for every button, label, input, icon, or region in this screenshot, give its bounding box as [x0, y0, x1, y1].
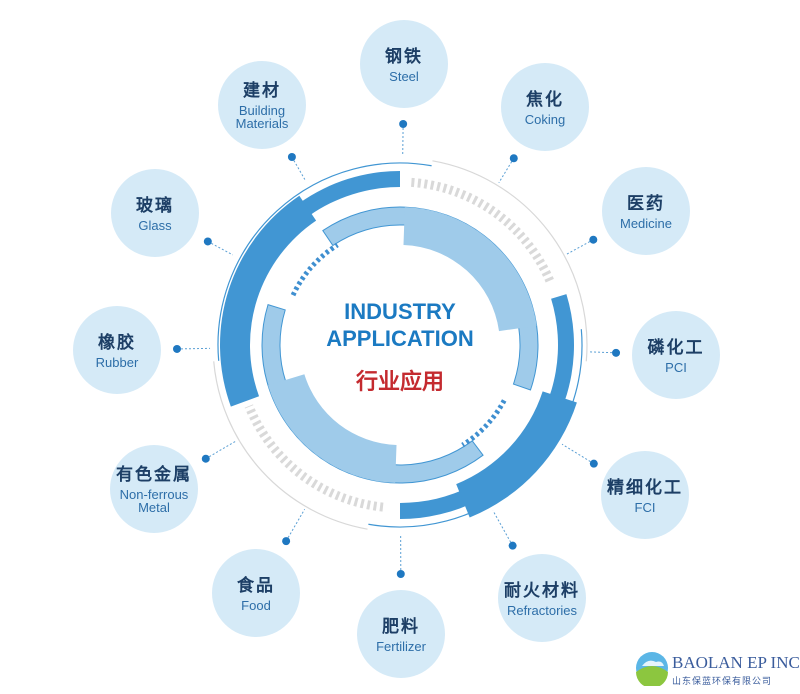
connector-line: [291, 156, 306, 181]
outer-gray-ring: [213, 361, 368, 530]
company-logo: BAOLAN EP INC. 山东保蓝环保有限公司: [634, 650, 800, 690]
industry-name-en: FCI: [634, 499, 656, 515]
dark-arc-top-left-thick: [219, 195, 317, 407]
industry-name-en: Fertilizer: [376, 638, 426, 654]
dark-arc-bottom-right-thick: [456, 391, 577, 518]
outer-thin-ring: [217, 162, 432, 361]
connector-line: [205, 440, 237, 460]
connector-line: [285, 509, 306, 542]
blue-dash-arc: [461, 399, 507, 448]
connector-dot: [589, 235, 598, 244]
industry-name-zh: 医药: [627, 193, 665, 214]
center-title-line2: APPLICATION: [326, 326, 474, 351]
connector-dot: [203, 237, 212, 246]
inner-arc-lower-thick: [268, 374, 397, 483]
logo-name-zh: 山东保蓝环保有限公司: [672, 677, 773, 687]
industry-name-en: Refractories: [506, 602, 578, 618]
industry-name-zh: 橡胶: [98, 332, 136, 353]
connector-dot: [508, 541, 517, 550]
industry-name-en: Steel: [389, 68, 419, 84]
industry-name-zh: 食品: [237, 575, 275, 596]
logo-name: BAOLAN EP INC.: [672, 653, 800, 672]
connector-dot: [282, 537, 291, 546]
connector-dot: [396, 570, 405, 579]
industry-name-zh: 焦化: [526, 89, 564, 110]
industry-name-zh: 磷化工: [647, 337, 705, 358]
connector-line: [589, 351, 617, 354]
industry-name-zh: 肥料: [382, 616, 420, 637]
connector-line: [492, 510, 514, 546]
connector-line: [498, 157, 515, 184]
industry-name-en: PCI: [665, 359, 687, 375]
industry-name-en: Medicine: [619, 215, 673, 231]
industry-name-en: Food: [241, 597, 271, 613]
center-title-line1: INDUSTRY: [344, 299, 456, 324]
connector-dot: [399, 119, 408, 128]
connector-line: [207, 241, 233, 256]
connector-dot: [612, 348, 621, 357]
connector-dot: [287, 153, 296, 162]
industry-name-en: Building Materials: [235, 103, 289, 131]
inner-arc-upper-thick: [403, 207, 537, 332]
industry-name-en: Non-ferrous Metal: [119, 487, 189, 515]
gray-tick-arc: [411, 177, 556, 286]
center-title: INDUSTRY APPLICATION: [300, 298, 500, 352]
connector-dot: [172, 344, 181, 353]
connector-line: [566, 239, 594, 255]
industry-name-zh: 有色金属: [116, 465, 192, 485]
connector-line: [561, 443, 595, 465]
connector-dot: [589, 459, 598, 468]
industry-name-zh: 钢铁: [385, 46, 423, 67]
blue-dash-arc: [290, 242, 339, 297]
industry-name-zh: 玻璃: [136, 195, 174, 216]
industry-name-en: Coking: [524, 111, 566, 127]
gray-tick-arc: [244, 404, 384, 512]
dark-arc-bottom-right: [400, 294, 574, 519]
connector-dot: [509, 154, 518, 163]
industry-name-en: Rubber: [95, 354, 139, 370]
center-title-zh: 行业应用: [355, 370, 444, 395]
industry-name-en: Glass: [138, 217, 172, 233]
industry-name-zh: 耐火材料: [504, 580, 580, 601]
industry-name-zh: 精细化工: [607, 477, 683, 498]
logo-globe-icon: [636, 652, 668, 688]
connector-dot: [201, 454, 210, 463]
industry-name-zh: 建材: [243, 81, 281, 101]
outer-gray-ring: [432, 160, 588, 362]
connector-line: [176, 347, 211, 350]
